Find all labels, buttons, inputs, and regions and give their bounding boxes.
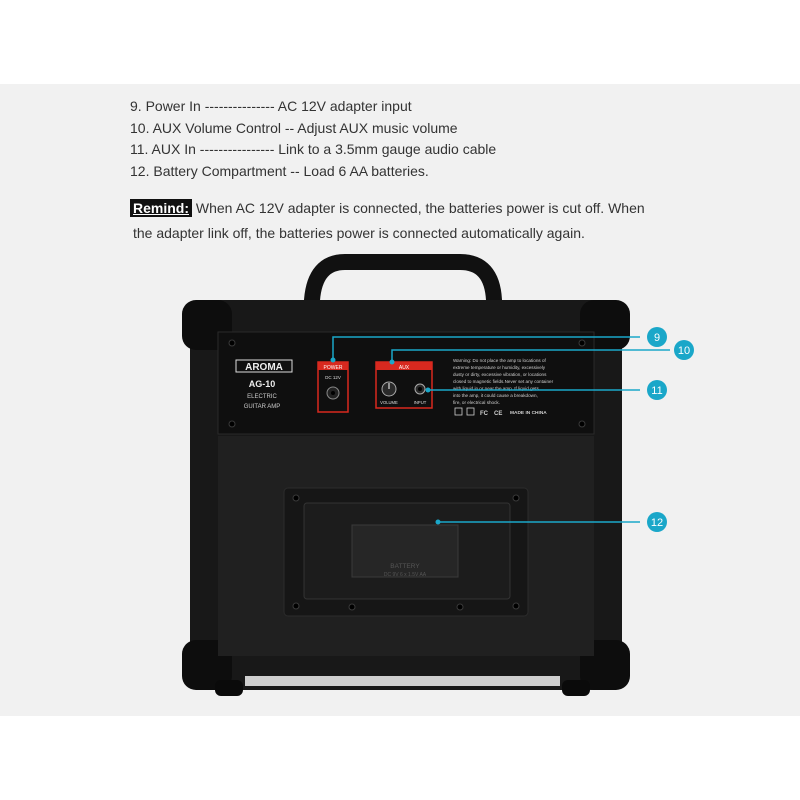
callout-lines bbox=[332, 336, 670, 523]
svg-text:FC: FC bbox=[480, 411, 489, 417]
spec-item-aux-in: 11. AUX In ---------------- Link to a 3.… bbox=[130, 141, 497, 157]
warning-line: dusty or dirty, excessive vibration, or … bbox=[453, 372, 547, 377]
warning-line: extreme temperature or humidity, excessi… bbox=[453, 365, 546, 370]
aux-header bbox=[376, 362, 432, 370]
spec-item-aux-volume: 10. AUX Volume Control -- Adjust AUX mus… bbox=[130, 119, 458, 136]
svg-text:CE: CE bbox=[494, 411, 502, 417]
callout-number: 12 bbox=[651, 517, 663, 529]
made-in-label: MADE IN CHINA bbox=[510, 410, 547, 416]
warning-line: closed to magnetic fields.Never set any … bbox=[453, 379, 554, 384]
spec-item-battery: 12. Battery Compartment -- Load 6 AA bat… bbox=[130, 162, 429, 179]
volume-label: VOLUME bbox=[380, 400, 398, 405]
power-sublabel: DC 12V bbox=[325, 375, 341, 380]
callout-number: 11 bbox=[651, 385, 662, 397]
battery-label-plate bbox=[351, 524, 459, 578]
callout-dots bbox=[330, 357, 441, 525]
remind-line-1: When AC 12V adapter is connected, the ba… bbox=[195, 200, 645, 216]
warning-line: with liquid in or near the amp. If liqui… bbox=[453, 386, 539, 391]
callout-badge-12 bbox=[647, 512, 667, 532]
carry-handle bbox=[304, 254, 502, 308]
spec-item-power-in: 9. Power In --------------- AC 12V adapt… bbox=[130, 98, 412, 114]
floor-gap bbox=[245, 676, 560, 686]
model-label: AG-10 bbox=[249, 379, 276, 389]
screws bbox=[228, 339, 586, 611]
control-panel bbox=[217, 331, 595, 435]
battery-text-2: DC 9V 6 x 1.5V AA bbox=[384, 572, 427, 578]
callout-badge-11 bbox=[647, 380, 667, 400]
type-label-1: ELECTRIC bbox=[247, 394, 277, 400]
remind-tag: Remind: bbox=[130, 199, 192, 217]
type-label-2: GUITAR AMP bbox=[244, 404, 281, 410]
brand-logo-box bbox=[235, 359, 293, 373]
certification-icons: FC CE bbox=[454, 407, 502, 417]
callout-badge-9 bbox=[647, 327, 667, 347]
foot bbox=[562, 680, 590, 696]
callout-badge-10 bbox=[674, 340, 694, 360]
warning-text: Warning: Do not place the amp to locatio… bbox=[453, 358, 554, 405]
callout-number: 9 bbox=[654, 332, 660, 344]
callout-number: 10 bbox=[678, 345, 690, 357]
input-label: INPUT bbox=[414, 400, 427, 405]
power-header bbox=[318, 362, 348, 370]
warning-line: into the amp, it could cause a breakdown… bbox=[453, 393, 538, 398]
battery-text-1: BATTERY bbox=[390, 563, 420, 570]
warning-line: Warning: Do not place the amp to locatio… bbox=[453, 358, 547, 363]
brand-logo: AROMA bbox=[245, 362, 283, 373]
aux-label: AUX bbox=[399, 365, 410, 371]
callout-badges: 9 10 11 12 bbox=[647, 327, 694, 532]
warning-line: fire, or electrical shock. bbox=[453, 400, 500, 405]
amplifier-photo: AROMA AG-10 ELECTRIC GUITAR AMP POWER DC… bbox=[182, 254, 694, 696]
power-label: POWER bbox=[324, 365, 343, 371]
remind-note: Remind: When AC 12V adapter is connected… bbox=[130, 196, 670, 246]
spec-list: 9. Power In --------------- AC 12V adapt… bbox=[130, 96, 496, 182]
remind-line-2: the adapter link off, the batteries powe… bbox=[133, 225, 585, 241]
foot bbox=[215, 680, 243, 696]
